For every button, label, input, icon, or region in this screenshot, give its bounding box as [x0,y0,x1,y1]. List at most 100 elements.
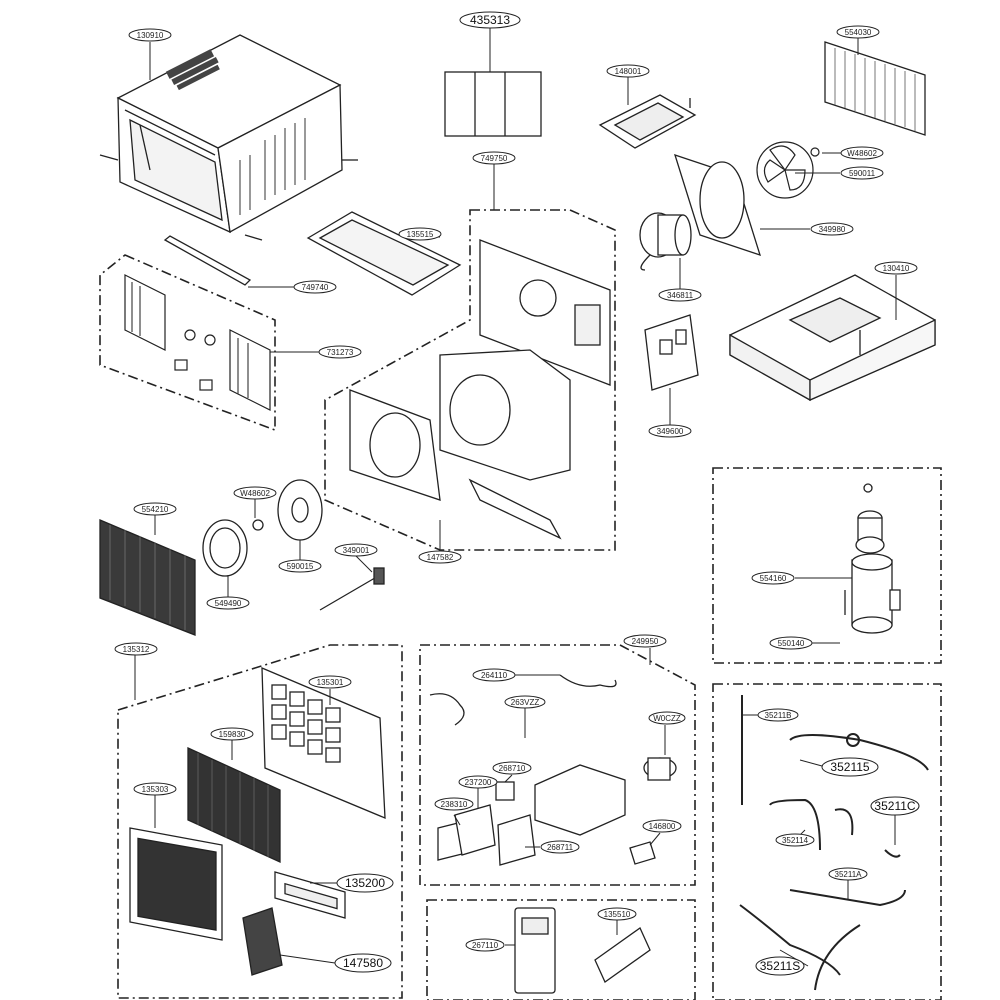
group-frame-731273 [99,254,276,432]
label-text-135510: 135510 [604,910,631,919]
label-35211B: 35211B [757,708,799,722]
label-text-249950: 249950 [632,637,659,646]
label-text-35211C: 35211C [874,799,915,813]
group-frame-35211x [712,683,942,1000]
label-text-352114: 352114 [782,836,809,845]
label-text-135303: 135303 [142,785,169,794]
label-130910: 130910 [128,28,172,42]
label-349001: 349001 [334,543,378,557]
partition-assembly-749750 [349,239,611,540]
door-135200 [274,871,346,919]
blower-590015 [252,479,323,541]
label-435313: 435313 [459,11,521,29]
label-159830: 159830 [210,727,254,741]
label-267110: 267110 [465,938,505,952]
label-749740: 749740 [293,280,337,294]
label-text-W48602-a: W48602 [847,149,877,158]
label-text-435313: 435313 [470,13,510,27]
label-35211C: 35211C [870,796,920,816]
control-bracket-249950 [534,764,626,836]
orifice-549490 [202,519,248,577]
label-text-268711: 268711 [547,843,574,852]
front-panel-135301 [261,667,386,819]
label-text-554210: 554210 [142,505,169,514]
control-box-349600 [644,314,699,391]
label-text-135200: 135200 [345,876,385,890]
label-text-352115: 352115 [830,760,869,774]
label-text-W48602-b: W48602 [240,489,270,498]
label-349980: 349980 [810,222,854,236]
label-349600: 349600 [648,424,692,438]
label-text-554030: 554030 [845,28,872,37]
label-35211S: 35211S [755,956,805,976]
motor-346811 [639,212,692,271]
label-text-554160: 554160 [760,574,787,583]
cabinet-130910 [99,34,358,241]
label-130410: 130410 [874,261,918,275]
label-text-590011: 590011 [849,169,876,178]
group-frame-554160 [712,467,942,664]
label-135510: 135510 [597,907,637,921]
wiring-264110 [429,674,617,726]
label-550140: 550140 [769,636,813,650]
label-text-349600: 349600 [657,427,684,436]
label-text-135312: 135312 [123,645,150,654]
label-238310: 238310 [434,797,474,811]
label-249950: 249950 [623,634,667,648]
label-590011: 590011 [840,166,884,180]
shroud-349980 [674,153,761,257]
label-text-W0CZZ: W0CZZ [653,714,681,723]
group-frame-135312 [117,644,403,999]
bracket-148001 [598,94,697,149]
label-text-148001: 148001 [615,67,642,76]
label-135303: 135303 [133,782,177,796]
label-264110: 264110 [472,668,516,682]
condenser-554030 [824,41,926,136]
probe-349001 [319,567,385,611]
label-147582: 147582 [418,550,462,564]
compressor-554160 [844,483,901,634]
louver-147580 [242,907,283,976]
bezel-135510 [594,927,651,983]
label-147580: 147580 [334,953,392,973]
label-text-146800: 146800 [649,822,676,831]
label-135200: 135200 [336,873,394,893]
label-135301: 135301 [308,675,352,689]
filter-159830 [187,746,281,864]
label-text-135301: 135301 [317,678,344,687]
remote-267110 [514,907,556,994]
label-237200: 237200 [458,775,498,789]
fan-590011 [756,141,820,199]
label-554030: 554030 [836,25,880,39]
label-731273: 731273 [318,345,362,359]
label-268711: 268711 [540,840,580,854]
label-135515: 135515 [398,227,442,241]
manual-435313 [444,71,542,137]
label-554210: 554210 [133,502,177,516]
label-749750: 749750 [472,151,516,165]
label-text-147582: 147582 [427,553,454,562]
label-text-130910: 130910 [137,31,164,40]
group-frame-249950 [419,644,696,886]
label-W48602-a: W48602 [840,146,884,160]
curtain-set-731273 [124,274,271,411]
label-W0CZZ: W0CZZ [648,711,686,725]
label-text-35211A: 35211A [835,870,863,879]
group-frame-267110 [426,899,696,1000]
panel-135515 [306,211,462,296]
relay-146800 [629,841,656,865]
grille-135303 [129,827,223,941]
label-text-264110: 264110 [481,671,508,680]
label-text-346811: 346811 [667,291,694,300]
label-text-147580: 147580 [343,956,383,970]
label-text-749750: 749750 [481,154,508,163]
label-text-267110: 267110 [472,941,499,950]
label-text-35211B: 35211B [765,711,792,720]
label-35211A: 35211A [828,867,868,881]
label-text-238310: 238310 [441,800,468,809]
label-text-237200: 237200 [465,778,492,787]
label-148001: 148001 [606,64,650,78]
group-boundaries [99,209,942,1000]
base-pan-130410 [729,274,936,402]
label-135312: 135312 [114,642,158,656]
